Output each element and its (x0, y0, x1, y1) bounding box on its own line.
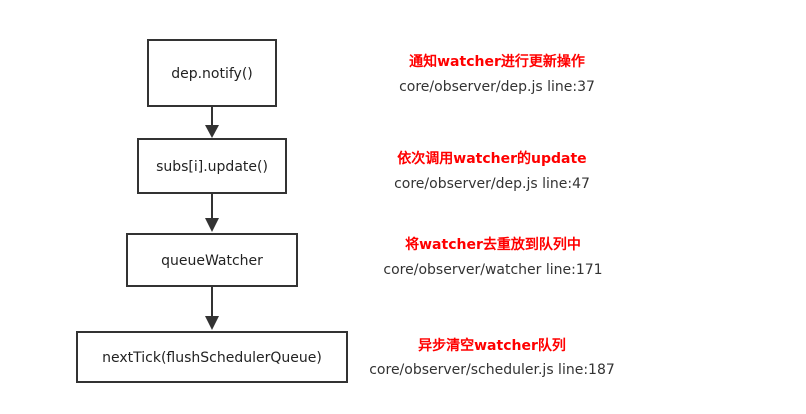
note-title: 将watcher去重放到队列中 (405, 236, 581, 253)
note-source: core/observer/scheduler.js line:187 (369, 362, 615, 378)
note-title: 异步清空watcher队列 (418, 337, 566, 354)
note-next-tick: 异步清空watcher队列 core/observer/scheduler.js… (369, 337, 615, 378)
step-queue-watcher: queueWatcher (126, 233, 298, 287)
step-box (137, 138, 287, 194)
step-label: dep.notify() (171, 66, 253, 82)
step-label: subs[i].update() (156, 159, 268, 175)
step-label: queueWatcher (161, 253, 263, 269)
note-source: core/observer/dep.js line:47 (394, 176, 590, 192)
step-box (76, 331, 348, 383)
step-subs-update: subs[i].update() (137, 138, 287, 194)
step-next-tick: nextTick(flushSchedulerQueue) (76, 331, 348, 383)
note-source: core/observer/dep.js line:37 (399, 79, 595, 95)
note-subs-update: 依次调用watcher的update core/observer/dep.js … (394, 150, 590, 192)
arrow-down-icon (205, 287, 219, 330)
note-queue-watcher: 将watcher去重放到队列中 core/observer/watcher li… (383, 236, 602, 278)
arrow-down-icon (205, 107, 219, 138)
note-dep-notify: 通知watcher进行更新操作 core/observer/dep.js lin… (399, 53, 595, 95)
note-title: 依次调用watcher的update (397, 150, 586, 167)
note-title: 通知watcher进行更新操作 (409, 53, 585, 70)
step-box (147, 39, 277, 107)
step-dep-notify: dep.notify() (147, 39, 277, 107)
step-label: nextTick(flushSchedulerQueue) (102, 350, 322, 366)
step-box (126, 233, 298, 287)
arrow-down-icon (205, 194, 219, 232)
note-source: core/observer/watcher line:171 (383, 262, 602, 278)
